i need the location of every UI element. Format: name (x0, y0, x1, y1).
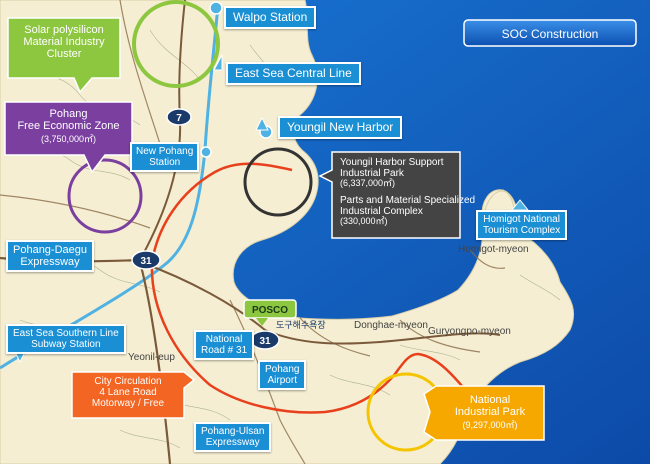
city-line-1: City Circulation (94, 376, 162, 387)
pohang-fez-circle (67, 158, 143, 234)
pohang-ulsan-expressway-label: Pohang-Ulsan Expressway (194, 422, 272, 452)
donghae-myeon-label: Donghae-myeon (354, 320, 428, 331)
solar-line-2: Material Industry (23, 36, 105, 49)
route-7-label: 7 (176, 113, 182, 124)
homigot-myeon-label: Homigot-myeon (458, 244, 529, 255)
solar-line-3: Cluster (46, 48, 82, 61)
rail-line (0, 4, 220, 370)
city-circulation-road (150, 162, 463, 414)
support-area: (6,337,000㎡) (340, 178, 396, 188)
posco-marker: POSCO (243, 299, 297, 326)
pohang-daegu-expressway-label: Pohang-Daegu Expressway (6, 240, 95, 273)
beach-label: 도구해수욕장 (276, 320, 326, 330)
pohang-ulsan-line-2: Expressway (205, 437, 260, 448)
park-area: (9,297,000㎡) (462, 420, 518, 431)
youngil-new-harbor-label: Youngil New Harbor (278, 116, 403, 140)
homigot-tourism-complex-label: Homigot National Tourism Complex (476, 210, 568, 240)
fez-line-2: Free Economic Zone (17, 120, 120, 133)
expressway-pohang-ulsan (138, 261, 172, 464)
walpo-station-label: Walpo Station (224, 6, 317, 30)
callout-support (318, 151, 461, 239)
pointer-arrows (14, 54, 530, 364)
east-sea-southern-line-2: Subway Station (31, 339, 101, 350)
soc-badge: SOC Construction (463, 19, 637, 47)
fez-line-1: Pohang (49, 108, 88, 120)
homigot-complex-line-1: Homigot National (483, 214, 560, 225)
port-markers (200, 1, 273, 158)
park-line-1: National (469, 394, 511, 406)
parts-line-1: Parts and Material Specialized (340, 194, 476, 206)
national-road-31-line-1: National (205, 334, 243, 345)
city-line-2: 4 Lane Road (99, 387, 157, 398)
national-park-text: National Industrial Park (9,297,000㎡) (436, 394, 544, 431)
callout-city (71, 371, 196, 419)
homigot-complex-line-2: Tourism Complex (483, 225, 561, 236)
route-shield-31a: 31 (131, 250, 161, 270)
fez-area: (3,750,000㎡) (40, 134, 97, 145)
callout-fez (4, 101, 133, 174)
east-sea-central-line-label: East Sea Central Line (226, 62, 361, 86)
national-road-31 (139, 261, 501, 345)
pohang-daegu-line-1: Pohang-Daegu (13, 244, 88, 256)
soc-badge-label: SOC Construction (502, 27, 599, 41)
new-pohang-station-line-2: Station (149, 157, 181, 168)
route-shield-7: 7 (166, 108, 192, 126)
pohang-daegu-line-2: Expressway (20, 256, 80, 269)
park-line-2: Industrial Park (454, 406, 526, 419)
parts-area: (330,000㎡) (340, 215, 388, 226)
east-sea-southern-line-1: East Sea Southern Line (13, 328, 119, 339)
support-line-1: Youngil Harbor Support (340, 157, 444, 168)
posco-label: POSCO (252, 305, 288, 316)
pohang-ulsan-line-1: Pohang-Ulsan (201, 426, 265, 437)
yeonil-eup-label: Yeonil-eup (128, 352, 175, 363)
solar-cluster-circle (132, 0, 220, 88)
guryongpo-myeon-label: Guryongpo-myeon (428, 326, 511, 337)
pohang-fez-text: Pohang Free Economic Zone (3,750,000㎡) (5, 108, 132, 145)
pohang-airport-line-2: Airport (267, 375, 297, 386)
city-line-3: Motorway / Free (91, 398, 165, 409)
city-circulation-text: City Circulation 4 Lane Road Motorway / … (72, 376, 184, 409)
new-pohang-station-line-1: New Pohang (136, 146, 194, 157)
route-31b-label: 31 (259, 336, 271, 347)
solar-line-1: Solar polysilicon (24, 24, 104, 36)
callout-solar (7, 17, 121, 94)
parts-line-2: Industrial Complex (340, 205, 423, 217)
pohang-airport-label: Pohang Airport (258, 360, 307, 390)
youngil-support-text: Youngil Harbor Support Industrial Park (… (340, 157, 476, 227)
national-road-31-line-2: Road # 31 (201, 345, 248, 356)
east-sea-southern-line-label: East Sea Southern Line Subway Station (6, 324, 126, 354)
route-31a-label: 31 (140, 256, 152, 267)
route-shield-31b: 31 (250, 330, 280, 350)
new-pohang-station-label: New Pohang Station (130, 142, 200, 172)
national-road-31-label: National Road # 31 (194, 330, 255, 360)
land-mainland (0, 0, 575, 464)
solar-cluster-text: Solar polysilicon Material Industry Clus… (8, 24, 120, 60)
pohang-airport-line-1: Pohang (265, 364, 300, 375)
callout-park (423, 385, 545, 441)
youngil-support-circle (243, 147, 313, 217)
support-line-2: Industrial Park (340, 168, 404, 179)
